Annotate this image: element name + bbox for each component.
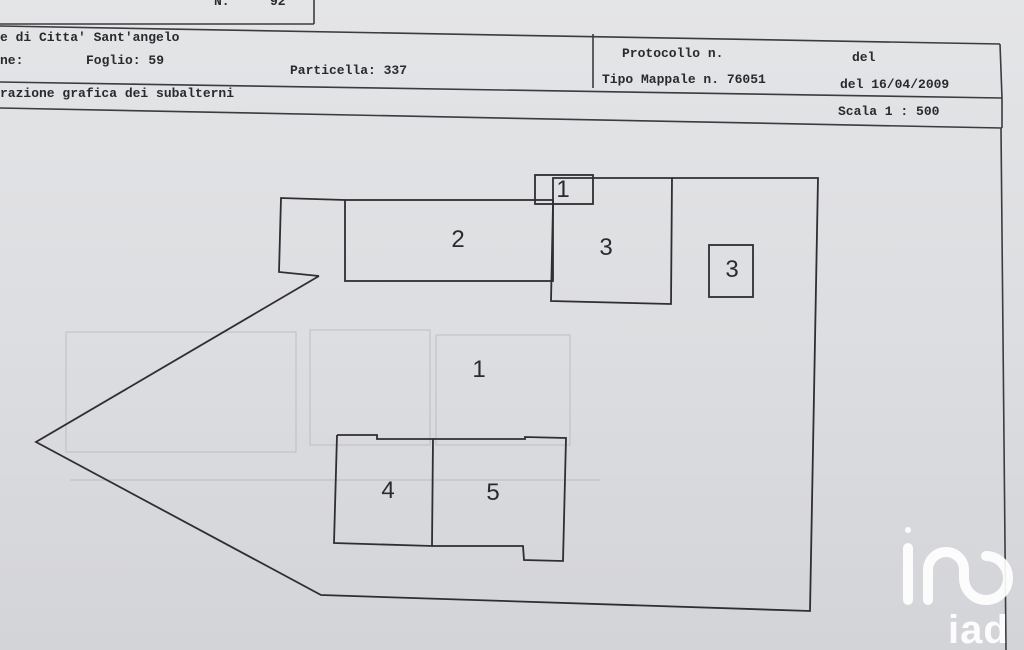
comune-name: e di Citta' Sant'angelo [0,30,180,45]
particella-value: Particella: 337 [290,63,408,78]
sezione-label: ne: [0,53,24,68]
iad-watermark-logo: iad [896,520,1024,650]
unit-label-1-yard: 1 [472,356,486,383]
tipo-mappale-date: del 16/04/2009 [840,77,950,92]
iad-logo-mark-icon [903,527,1013,605]
unit-label-2: 2 [451,226,465,253]
tipo-mappale-value: Tipo Mappale n. 76051 [602,72,766,87]
protocollo-label: Protocollo n. [622,46,724,61]
protocollo-del-label: del [852,50,876,65]
unit-label-3-small: 3 [725,256,739,283]
foglio-value: Foglio: 59 [86,53,165,68]
iad-brand-text: iad [948,608,1009,650]
unit-label-1-small: 1 [556,176,570,203]
scale-label: Scala 1 : 500 [838,104,940,119]
elaborazione-title: razione grafica dei subalterni [0,86,235,101]
header-fragment-number: 92 [270,0,286,9]
unit-label-4: 4 [381,477,395,504]
header-fragment-label: N. [214,0,230,9]
unit-label-3-main: 3 [599,234,613,261]
unit-label-5: 5 [486,479,500,506]
